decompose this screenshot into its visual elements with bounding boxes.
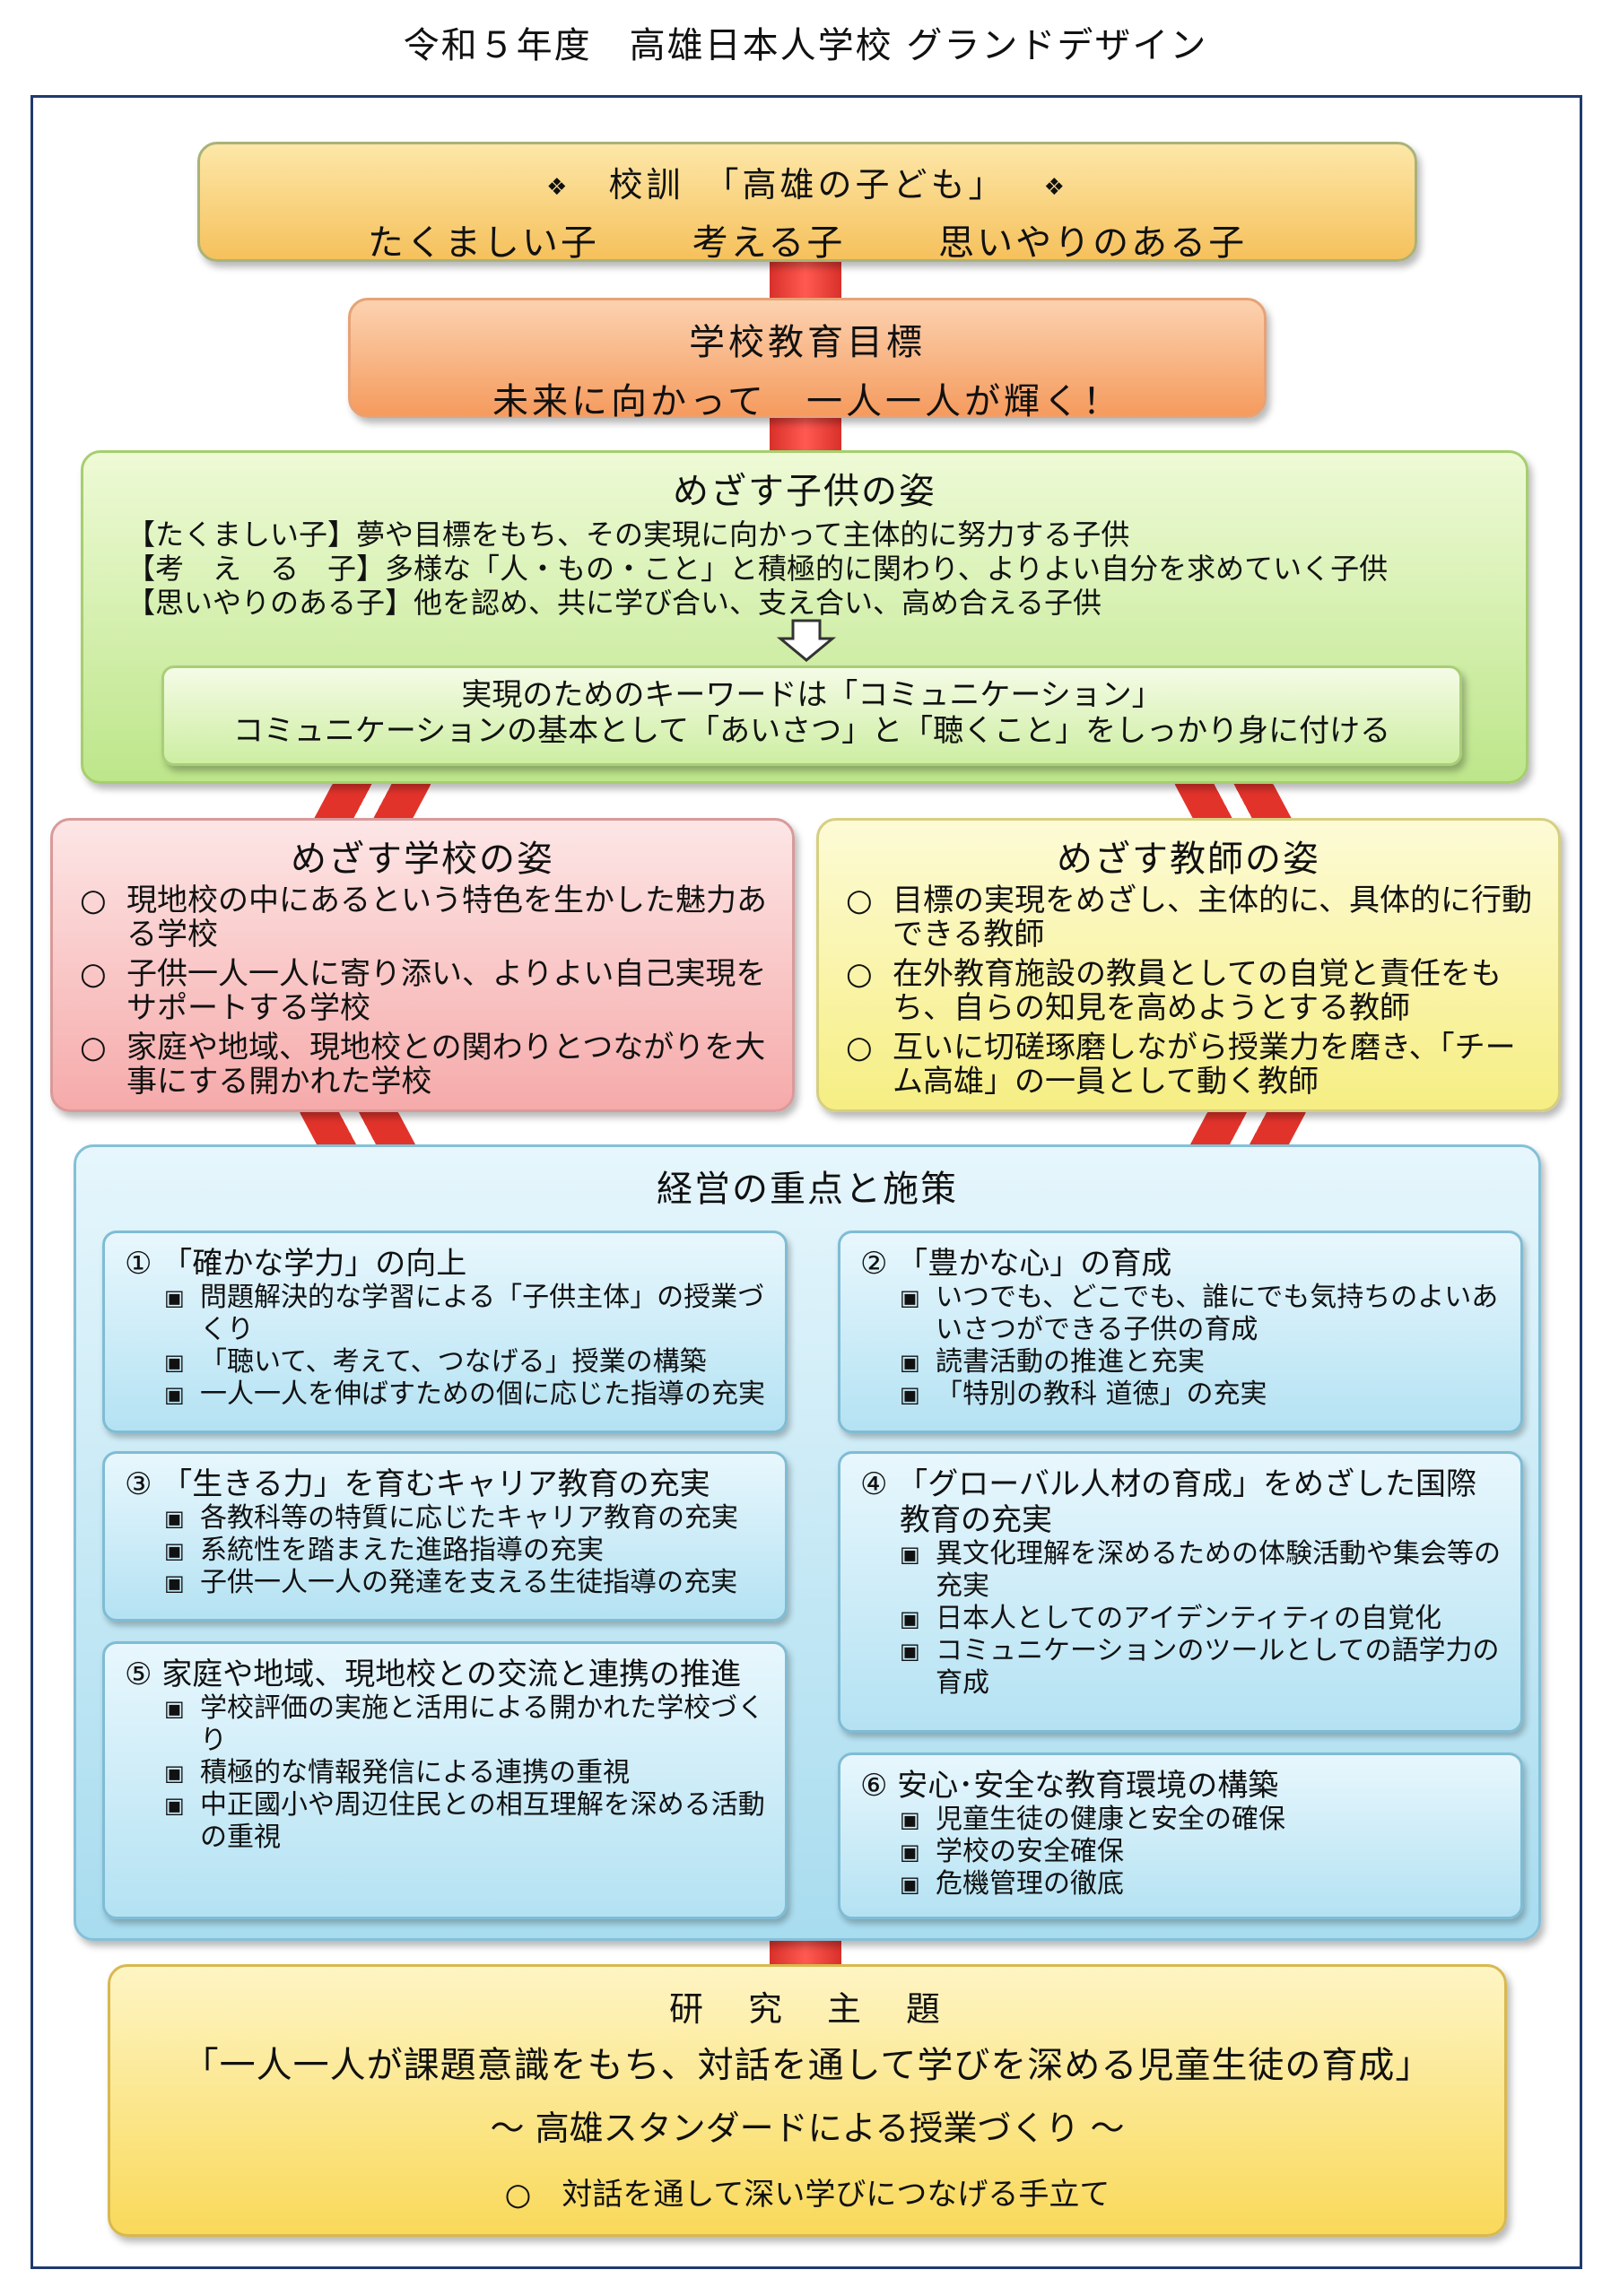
policy-card-3: ③ 「生きる力」を育むキャリア教育の充実 ▣各教科等の特質に応じたキャリア教育の… xyxy=(102,1451,788,1622)
list-item: ▣系統性を踏まえた進路指導の充実 xyxy=(164,1535,604,1566)
policy-heading: ③ 「生きる力」を育むキャリア教育の充実 xyxy=(125,1466,710,1502)
connector-school-mgmt xyxy=(298,1110,418,1148)
list-item: ▣学校評価の実施と活用による開かれた学校づくり xyxy=(164,1692,765,1756)
connector-motto-goal xyxy=(770,260,841,301)
list-item: ○現地校の中にあるという特色を生かした魅力ある学校 xyxy=(80,883,767,952)
connector-child-school xyxy=(312,782,432,822)
policy-card-4: ④ 「グローバル人材の育成」をめざした国際教育の充実 ▣異文化理解を深めるための… xyxy=(838,1451,1523,1733)
list-item: ○目標の実現をめざし、主体的に、具体的に行動できる教師 xyxy=(846,883,1532,952)
list-item: ▣「特別の教科 道徳」の充実 xyxy=(900,1378,1267,1410)
keyword-text: コミュニケーションの基本として「あいさつ」と「聴くこと」をしっかり身に付ける xyxy=(232,713,1391,749)
list-item: ▣児童生徒の健康と安全の確保 xyxy=(900,1804,1285,1835)
diamond-ornament-icon: ❖ xyxy=(1043,173,1068,201)
policy-heading: ⑥ 安心･安全な教育環境の構築 xyxy=(860,1768,1279,1804)
list-item: ▣危機管理の徹底 xyxy=(900,1868,1124,1900)
list-item: ▣積極的な情報発信による連携の重視 xyxy=(164,1757,631,1788)
list-item: ▣中正國小や周辺住民との相互理解を深める活動の重視 xyxy=(164,1789,765,1853)
policy-card-5: ⑤ 家庭や地域、現地校との交流と連携の推進 ▣学校評価の実施と活用による開かれた… xyxy=(102,1641,788,1919)
policy-card-2: ② 「豊かな心」の育成 ▣いつでも、どこでも、誰にでも気持ちのよいあいさつができ… xyxy=(838,1231,1523,1433)
motto-heading: ❖ 校訓 「高雄の子ども」 ❖ xyxy=(200,157,1415,206)
teacher-vision-box: めざす教師の姿 ○目標の実現をめざし、主体的に、具体的に行動できる教師 ○在外教… xyxy=(816,818,1561,1112)
list-item: ▣一人一人を伸ばすための個に応じた指導の充実 xyxy=(164,1378,765,1410)
list-item: ○互いに切磋琢磨しながら授業力を磨き、「チーム高雄」の一員として動く教師 xyxy=(846,1030,1516,1100)
goal-title: 学校教育目標 xyxy=(689,322,926,363)
list-item: ○在外教育施設の教員としての自覚と責任をもち、自らの知見を高めようとする教師 xyxy=(846,956,1502,1026)
goal-text: 未来に向かって 一人一人が輝く！ xyxy=(492,381,1122,422)
connector-mgmt-research xyxy=(770,1939,841,1968)
connector-goal-child xyxy=(770,416,841,454)
policy-card-6: ⑥ 安心･安全な教育環境の構築 ▣児童生徒の健康と安全の確保 ▣学校の安全確保 … xyxy=(838,1752,1523,1919)
connector-child-teacher xyxy=(1173,782,1293,822)
list-item: ▣日本人としてのアイデンティティの自覚化 xyxy=(900,1603,1441,1634)
list-item: ▣子供一人一人の発達を支える生徒指導の充実 xyxy=(164,1567,738,1598)
list-item: ▣問題解決的な学習による「子供主体」の授業づくり xyxy=(164,1282,765,1345)
connector-teacher-mgmt xyxy=(1188,1110,1308,1148)
arrow-down-icon xyxy=(777,619,836,662)
list-item: ▣いつでも、どこでも、誰にでも気持ちのよいあいさつができる子供の育成 xyxy=(900,1282,1499,1345)
list-item: ▣学校の安全確保 xyxy=(900,1836,1124,1867)
keyword-box: 実現のためのキーワードは「コミュニケーション」 コミュニケーションの基本として「… xyxy=(161,665,1462,766)
teacher-vision-title: めざす教師の姿 xyxy=(1057,839,1320,880)
school-vision-title: めざす学校の姿 xyxy=(291,839,554,880)
policy-heading: ⑤ 家庭や地域、現地校との交流と連携の推進 xyxy=(125,1657,741,1692)
research-theme: 「一人一人が課題意識をもち、対話を通して学びを深める児童生徒の育成」 xyxy=(182,2045,1432,2086)
list-item: ▣「聴いて、考えて、つなげる」授業の構築 xyxy=(164,1346,707,1378)
school-goal-box: 学校教育目標 未来に向かって 一人一人が輝く！ xyxy=(348,298,1267,422)
research-point: ○ 対話を通して深い学びにつなげる手立て xyxy=(504,2177,1110,2213)
motto-item: 考える子 xyxy=(692,222,846,264)
policy-card-1: ① 「確かな学力」の向上 ▣問題解決的な学習による「子供主体」の授業づくり ▣「… xyxy=(102,1231,788,1433)
list-item: ○家庭や地域、現地校との関わりとつながりを大事にする開かれた学校 xyxy=(80,1030,766,1100)
policy-heading: ④ 「グローバル人材の育成」をめざした国際教育の充実 xyxy=(860,1466,1476,1538)
policy-heading: ① 「確かな学力」の向上 xyxy=(125,1246,467,1282)
page-title: 令和５年度 高雄日本人学校 グランドデザイン xyxy=(403,25,1208,66)
child-vision-line: 【たくましい子】夢や目標をもち、その実現に向かって主体的に努力する子供 xyxy=(126,517,1130,552)
list-item: ▣異文化理解を深めるための体験活動や集会等の充実 xyxy=(900,1538,1501,1602)
policy-heading: ② 「豊かな心」の育成 xyxy=(860,1246,1172,1282)
motto-item: たくましい子 xyxy=(367,222,599,264)
child-vision-line: 【思いやりのある子】他を認め、共に学び合い、支え合い、高め合える子供 xyxy=(126,586,1102,620)
keyword-title: 実現のためのキーワードは「コミュニケーション」 xyxy=(461,677,1163,713)
list-item: ○子供一人一人に寄り添い、よりよい自己実現をサポートする学校 xyxy=(80,956,767,1026)
management-title: 経営の重点と施策 xyxy=(657,1169,958,1210)
child-vision-line: 【考 え る 子】多様な「人・もの・こと」と積極的に関わり、よりよい自分を求めて… xyxy=(126,552,1389,586)
motto-box: ❖ 校訓 「高雄の子ども」 ❖ たくましい子 考える子 思いやりのある子 xyxy=(197,142,1417,265)
list-item: ▣読書活動の推進と充実 xyxy=(900,1346,1205,1378)
school-vision-box: めざす学校の姿 ○現地校の中にあるという特色を生かした魅力ある学校 ○子供一人一… xyxy=(50,818,795,1112)
diamond-ornament-icon: ❖ xyxy=(546,173,571,201)
motto-items: たくましい子 考える子 思いやりのある子 xyxy=(200,213,1415,265)
research-subtitle: ～ 高雄スタンダードによる授業づくり ～ xyxy=(490,2109,1125,2148)
list-item: ▣コミュニケーションのツールとしての語学力の育成 xyxy=(900,1635,1500,1699)
research-label: 研 究 主 題 xyxy=(668,1989,945,2029)
child-vision-title: めざす子供の姿 xyxy=(673,471,936,512)
research-theme-box: 研 究 主 題 「一人一人が課題意識をもち、対話を通して学びを深める児童生徒の育… xyxy=(108,1964,1507,2237)
list-item: ▣各教科等の特質に応じたキャリア教育の充実 xyxy=(164,1502,738,1534)
motto-item: 思いやりのある子 xyxy=(938,222,1248,264)
motto-label: 校訓 「高雄の子ども」 xyxy=(608,165,1006,204)
outer-frame xyxy=(30,95,1582,2269)
